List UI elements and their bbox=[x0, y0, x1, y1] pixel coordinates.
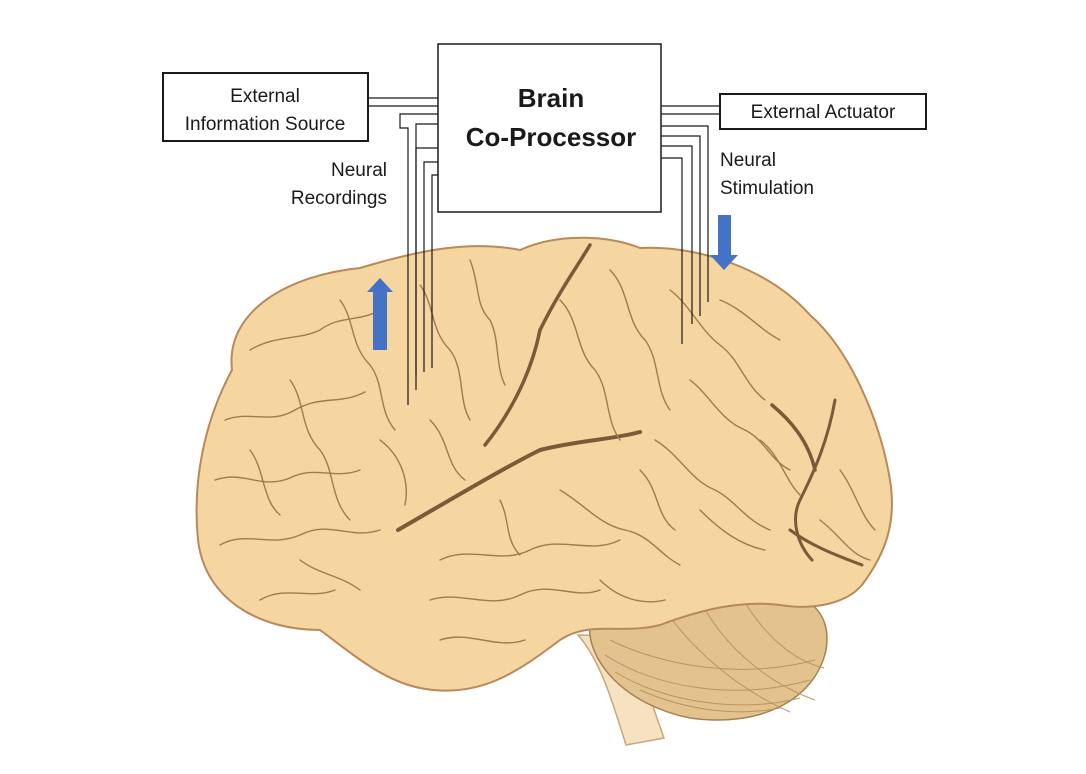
external-source-label-line1: External bbox=[230, 86, 300, 107]
neural-stimulation-label-line2: Stimulation bbox=[720, 178, 814, 199]
coprocessor-title-line1: Brain bbox=[518, 83, 584, 113]
recording-wires bbox=[399, 113, 438, 405]
coprocessor-box bbox=[437, 43, 662, 213]
neural-stimulation-label-line1: Neural bbox=[720, 150, 776, 171]
stimulation-wires bbox=[661, 125, 709, 344]
actuator-wires bbox=[661, 105, 720, 115]
external-actuator-label: External Actuator bbox=[751, 102, 896, 123]
external-source-label-line2: Information Source bbox=[185, 114, 346, 135]
arrow-up-icon bbox=[367, 278, 393, 350]
coprocessor-title-line2: Co-Processor bbox=[466, 122, 637, 152]
neural-recordings-label-line2: Recordings bbox=[291, 188, 387, 209]
cerebrum bbox=[195, 236, 893, 692]
external-actuator-box bbox=[719, 93, 927, 130]
source-wires bbox=[368, 97, 438, 107]
arrow-down-icon bbox=[710, 215, 738, 270]
external-source-box bbox=[162, 72, 369, 142]
neural-recordings-label-line1: Neural bbox=[331, 160, 387, 181]
